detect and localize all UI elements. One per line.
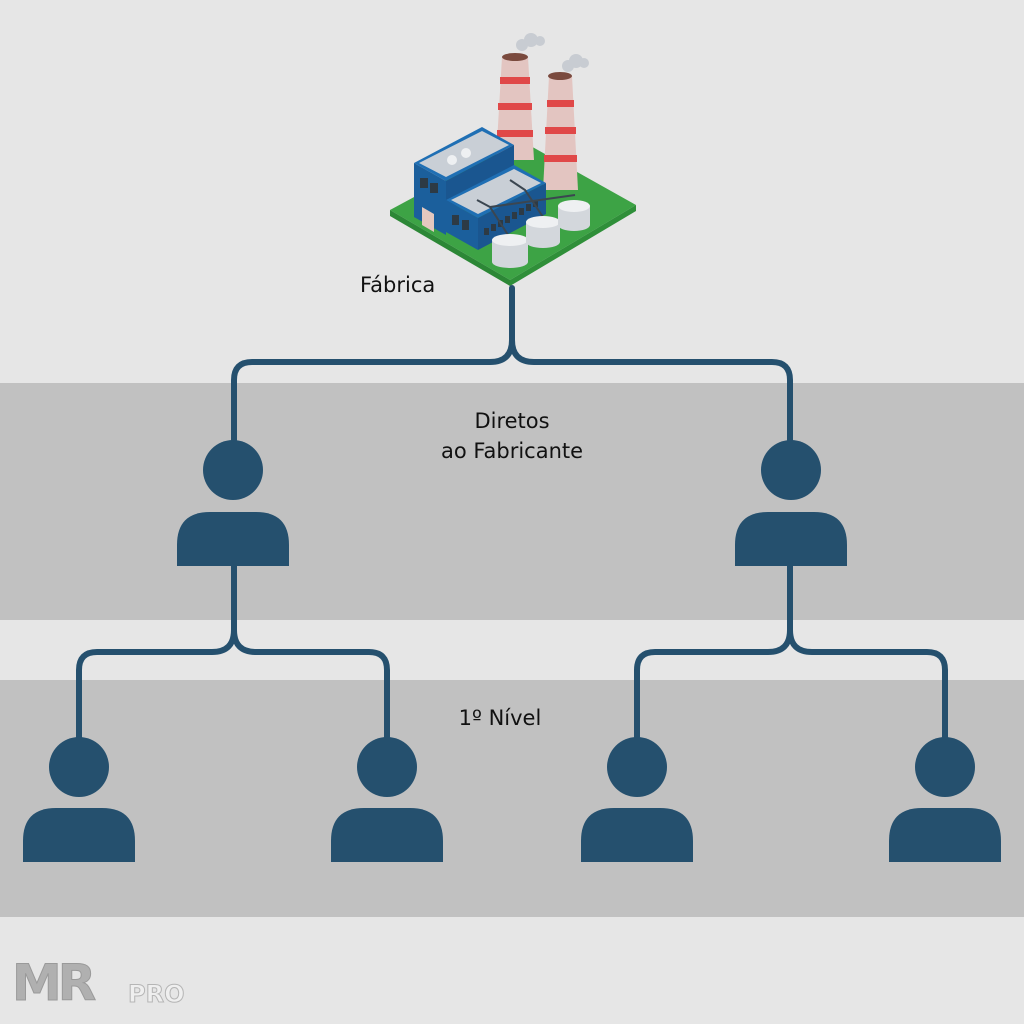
- tier-label-level1: 1º Nível: [458, 706, 542, 730]
- person-icon-level1-2: [331, 737, 443, 862]
- connector-direct-right-to-level1: [634, 563, 948, 740]
- mrpro-logo: MR PRO: [12, 955, 185, 1010]
- person-icon-level1-4: [889, 737, 1001, 862]
- tier-label-direct-line1: Diretos: [474, 409, 550, 433]
- connector-direct-left-to-level1: [76, 563, 390, 740]
- factory-icon: [390, 33, 636, 286]
- person-icon-level1-3: [581, 737, 693, 862]
- person-icon-direct-2: [735, 440, 847, 566]
- tier-label-direct: Diretos ao Fabricante: [362, 406, 662, 466]
- logo-sub-text: PRO: [128, 980, 184, 1008]
- tier-band-level1: [0, 680, 1024, 917]
- connector-factory-to-direct: [231, 285, 793, 443]
- tier-band-direct: [0, 383, 1024, 620]
- logo-main-text: MR: [12, 955, 96, 1010]
- person-icon-direct-1: [177, 440, 289, 566]
- factory-label: Fábrica: [360, 273, 436, 297]
- person-icon-level1-1: [23, 737, 135, 862]
- tier-label-direct-line2: ao Fabricante: [440, 439, 584, 463]
